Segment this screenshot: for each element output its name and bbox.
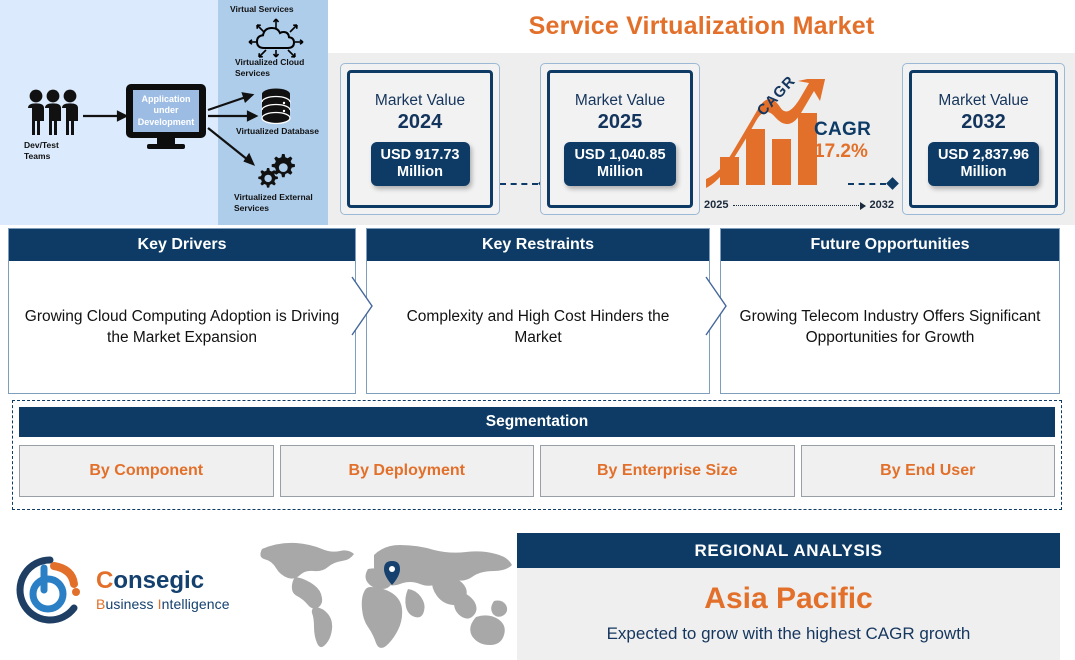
- segment-by-component[interactable]: By Component: [19, 445, 274, 497]
- diamond-marker: [886, 177, 899, 190]
- card-connector-1: [500, 177, 551, 190]
- company-logo[interactable]: Consegic Business Intelligence: [14, 550, 254, 630]
- regional-analysis-panel: REGIONAL ANALYSIS Asia Pacific Expected …: [517, 533, 1060, 660]
- card-connector-2: [848, 177, 899, 190]
- panel-heading: Key Restraints: [367, 229, 709, 261]
- panel-key-restraints: Key Restraints Complexity and High Cost …: [366, 228, 710, 394]
- segmentation-heading: Segmentation: [19, 407, 1055, 437]
- footer-section: Consegic Business Intelligence REG: [0, 515, 1075, 660]
- segmentation-row: By Component By Deployment By Enterprise…: [19, 445, 1055, 497]
- market-value-year: 2024: [397, 110, 443, 133]
- segmentation-section: Segmentation By Component By Deployment …: [12, 400, 1062, 510]
- regional-analysis-heading: REGIONAL ANALYSIS: [517, 533, 1060, 568]
- cagr-year-range: 2025 2032: [704, 199, 894, 211]
- market-value-label: Market Value: [938, 91, 1029, 109]
- page-title: Service Virtualization Market: [528, 12, 875, 40]
- panel-text: Growing Telecom Industry Offers Signific…: [739, 307, 1041, 346]
- logo-name: Consegic: [96, 566, 205, 594]
- segment-by-deployment[interactable]: By Deployment: [279, 445, 534, 497]
- logo-wordmark: Consegic Business Intelligence: [96, 566, 230, 612]
- gears-icon: [258, 154, 295, 188]
- insight-panels: Key Drivers Growing Cloud Computing Adop…: [0, 228, 1075, 394]
- segment-by-end-user[interactable]: By End User: [800, 445, 1055, 497]
- market-value-year: 2032: [961, 110, 1006, 133]
- panel-heading: Future Opportunities: [721, 229, 1059, 261]
- region-description: Expected to grow with the highest CAGR g…: [606, 624, 971, 643]
- region-name: Asia Pacific: [704, 582, 873, 615]
- panel-key-drivers: Key Drivers Growing Cloud Computing Adop…: [8, 228, 356, 394]
- panel-body: Growing Telecom Industry Offers Signific…: [721, 261, 1059, 394]
- market-value-label: Market Value: [574, 91, 666, 109]
- panel-text: Complexity and High Cost Hinders the Mar…: [406, 307, 670, 346]
- virtualized-database-label: Virtualized Database: [236, 126, 319, 136]
- cagr-label: CAGR: [814, 119, 872, 140]
- diagram-arrows: [83, 92, 259, 166]
- cagr-arrow-line: [733, 201, 866, 210]
- cagr-growth-chart-icon: [706, 79, 826, 188]
- cagr-start-year: 2025: [704, 199, 729, 211]
- market-value-label: Market Value: [374, 91, 466, 109]
- cloud-icon: [248, 18, 304, 58]
- dev-test-team-icon: [28, 89, 78, 135]
- cagr-end-year: 2032: [869, 199, 894, 211]
- cagr-readout: CAGR 17.2%: [814, 119, 871, 163]
- panel-body: Complexity and High Cost Hinders the Mar…: [367, 261, 709, 394]
- panel-future-opportunities: Future Opportunities Growing Telecom Ind…: [720, 228, 1060, 394]
- virtual-services-heading: Virtual Services: [230, 4, 294, 14]
- map-location-pin-icon: [384, 561, 400, 585]
- world-map: [250, 533, 515, 653]
- cagr-block: CAGR CAGR 17.2% 2025 2032: [704, 71, 894, 217]
- segment-by-enterprise-size[interactable]: By Enterprise Size: [540, 445, 795, 497]
- database-icon: [261, 88, 291, 125]
- panel-body: Growing Cloud Computing Adoption is Driv…: [9, 261, 355, 394]
- cagr-percent: 17.2%: [814, 141, 868, 162]
- monitor-base: [147, 144, 185, 149]
- monitor-neck: [157, 138, 175, 144]
- world-map-icon: [260, 542, 512, 648]
- consegic-logo-icon: [16, 556, 80, 624]
- panel-text: Growing Cloud Computing Adoption is Driv…: [24, 307, 340, 346]
- dashed-line: [848, 182, 886, 185]
- logo-tagline: Business Intelligence: [96, 595, 230, 612]
- dashed-line: [500, 182, 538, 185]
- panel-heading: Key Drivers: [9, 229, 355, 261]
- market-value-year: 2025: [597, 110, 643, 133]
- title-bar: Service Virtualization Market: [328, 0, 1075, 53]
